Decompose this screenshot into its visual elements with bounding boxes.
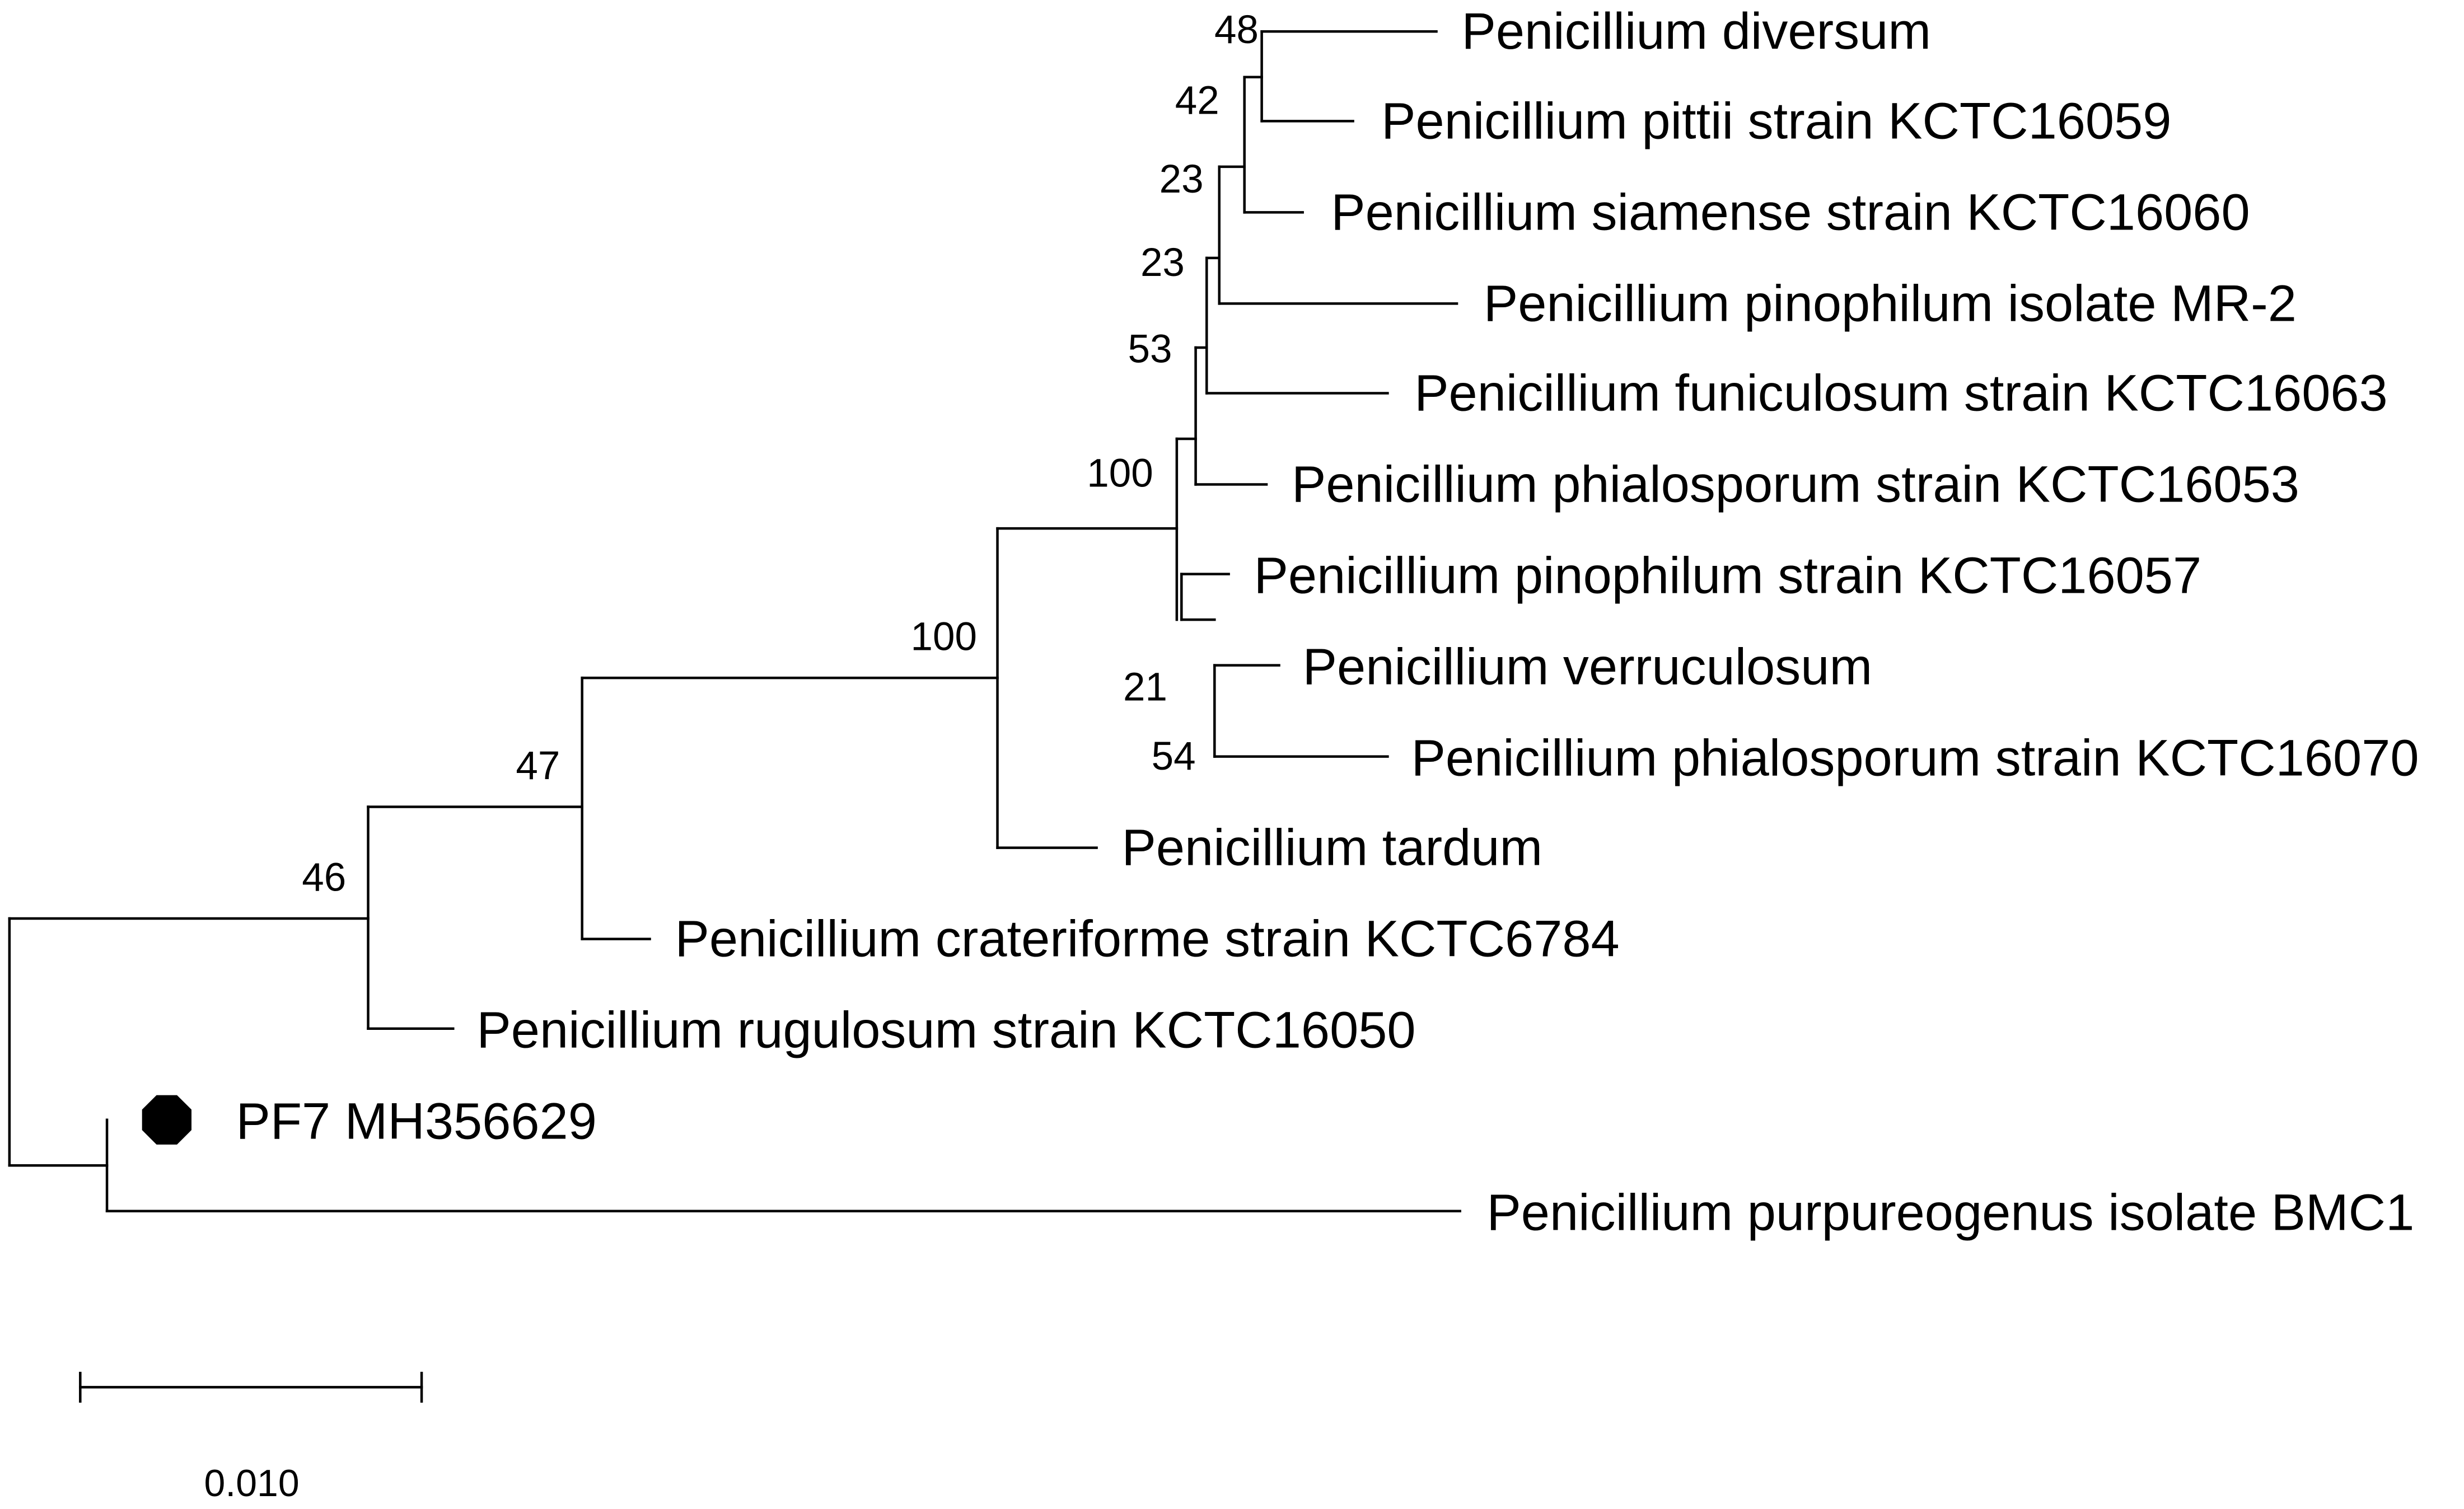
leaf-label-crateriforme: Penicillium crateriforme strain KCTC6784 [675,911,1619,968]
support-value-n46: 46 [302,855,346,899]
support-value-n47: 47 [516,744,560,788]
leaf-label-siamense: Penicillium siamense strain KCTC16060 [1331,184,2250,241]
leaf-label-pinophilum_57: Penicillium pinophilum strain KCTC16057 [1254,547,2202,604]
leaf-label-phialosporum_70: Penicillium phialosporum strain KCTC1607… [1411,729,2419,786]
support-value-n23a: 23 [1159,157,1204,201]
support-value-n23b: 23 [1140,241,1185,285]
support-value-n54: 54 [1152,734,1196,779]
scale-bar-label: 0.010 [204,1462,300,1505]
tree-markers [142,1095,191,1145]
leaf-label-phialosporum_53: Penicillium phialosporum strain KCTC1605… [1292,456,2299,513]
support-value-n53: 53 [1128,327,1172,371]
query-sequence-marker [142,1095,191,1145]
leaf-label-rugulosum: Penicillium rugulosum strain KCTC16050 [476,1002,1415,1059]
leaf-label-pf7: PF7 MH356629 [236,1093,597,1150]
leaf-label-funiculosum: Penicillium funiculosum strain KCTC16063 [1414,365,2388,422]
scale-bar: 0.010 [79,1371,423,1505]
tree-branches [8,30,1461,1212]
support-value-n100b: 100 [911,615,977,659]
support-value-n100a: 100 [1087,451,1153,495]
leaf-label-purpureogenus: Penicillium purpureogenus isolate BMC1 [1486,1184,2414,1241]
support-values: 48 42 23 23 53 100 100 21 54 47 46 [302,8,1259,900]
leaf-label-diversum: Penicillium diversum [1461,3,1930,60]
support-value-n21: 21 [1123,665,1167,709]
leaf-label-verruculosum: Penicillium verruculosum [1303,638,1872,695]
leaf-label-pittii: Penicillium pittii strain KCTC16059 [1381,92,2171,149]
support-value-n48: 48 [1214,8,1259,52]
support-value-n42: 42 [1175,78,1219,123]
leaf-label-pinophilum_mr2: Penicillium pinophilum isolate MR-2 [1484,275,2297,332]
leaf-label-tardum: Penicillium tardum [1122,819,1543,877]
